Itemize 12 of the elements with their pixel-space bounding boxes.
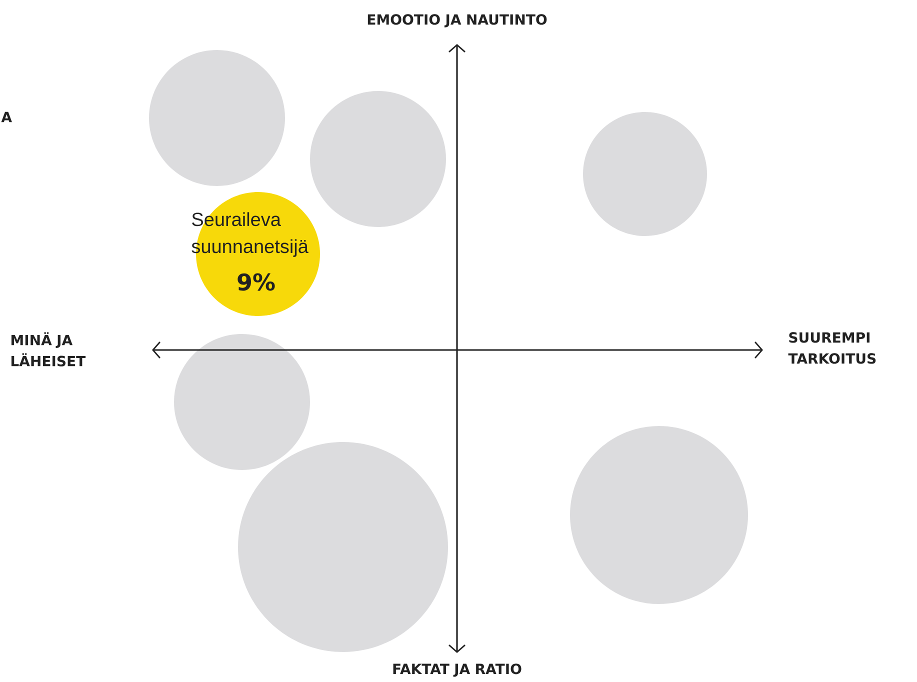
axis-label: FAKTAT JA RATIO <box>393 664 522 677</box>
bubble <box>238 442 448 652</box>
bubble <box>310 91 446 227</box>
axis-label: EMOOTIO JA NAUTINTO <box>368 14 547 28</box>
bubble <box>149 50 285 186</box>
axis-label: A <box>1 112 12 122</box>
axis-label: MINÄ JA LÄHEISET <box>11 332 86 366</box>
percentage: 9% <box>238 273 275 291</box>
bubble <box>174 334 310 470</box>
axis-label: SUUREMPI TARKOITUS <box>788 332 876 364</box>
bubble <box>583 112 707 236</box>
bubble <box>570 426 748 604</box>
